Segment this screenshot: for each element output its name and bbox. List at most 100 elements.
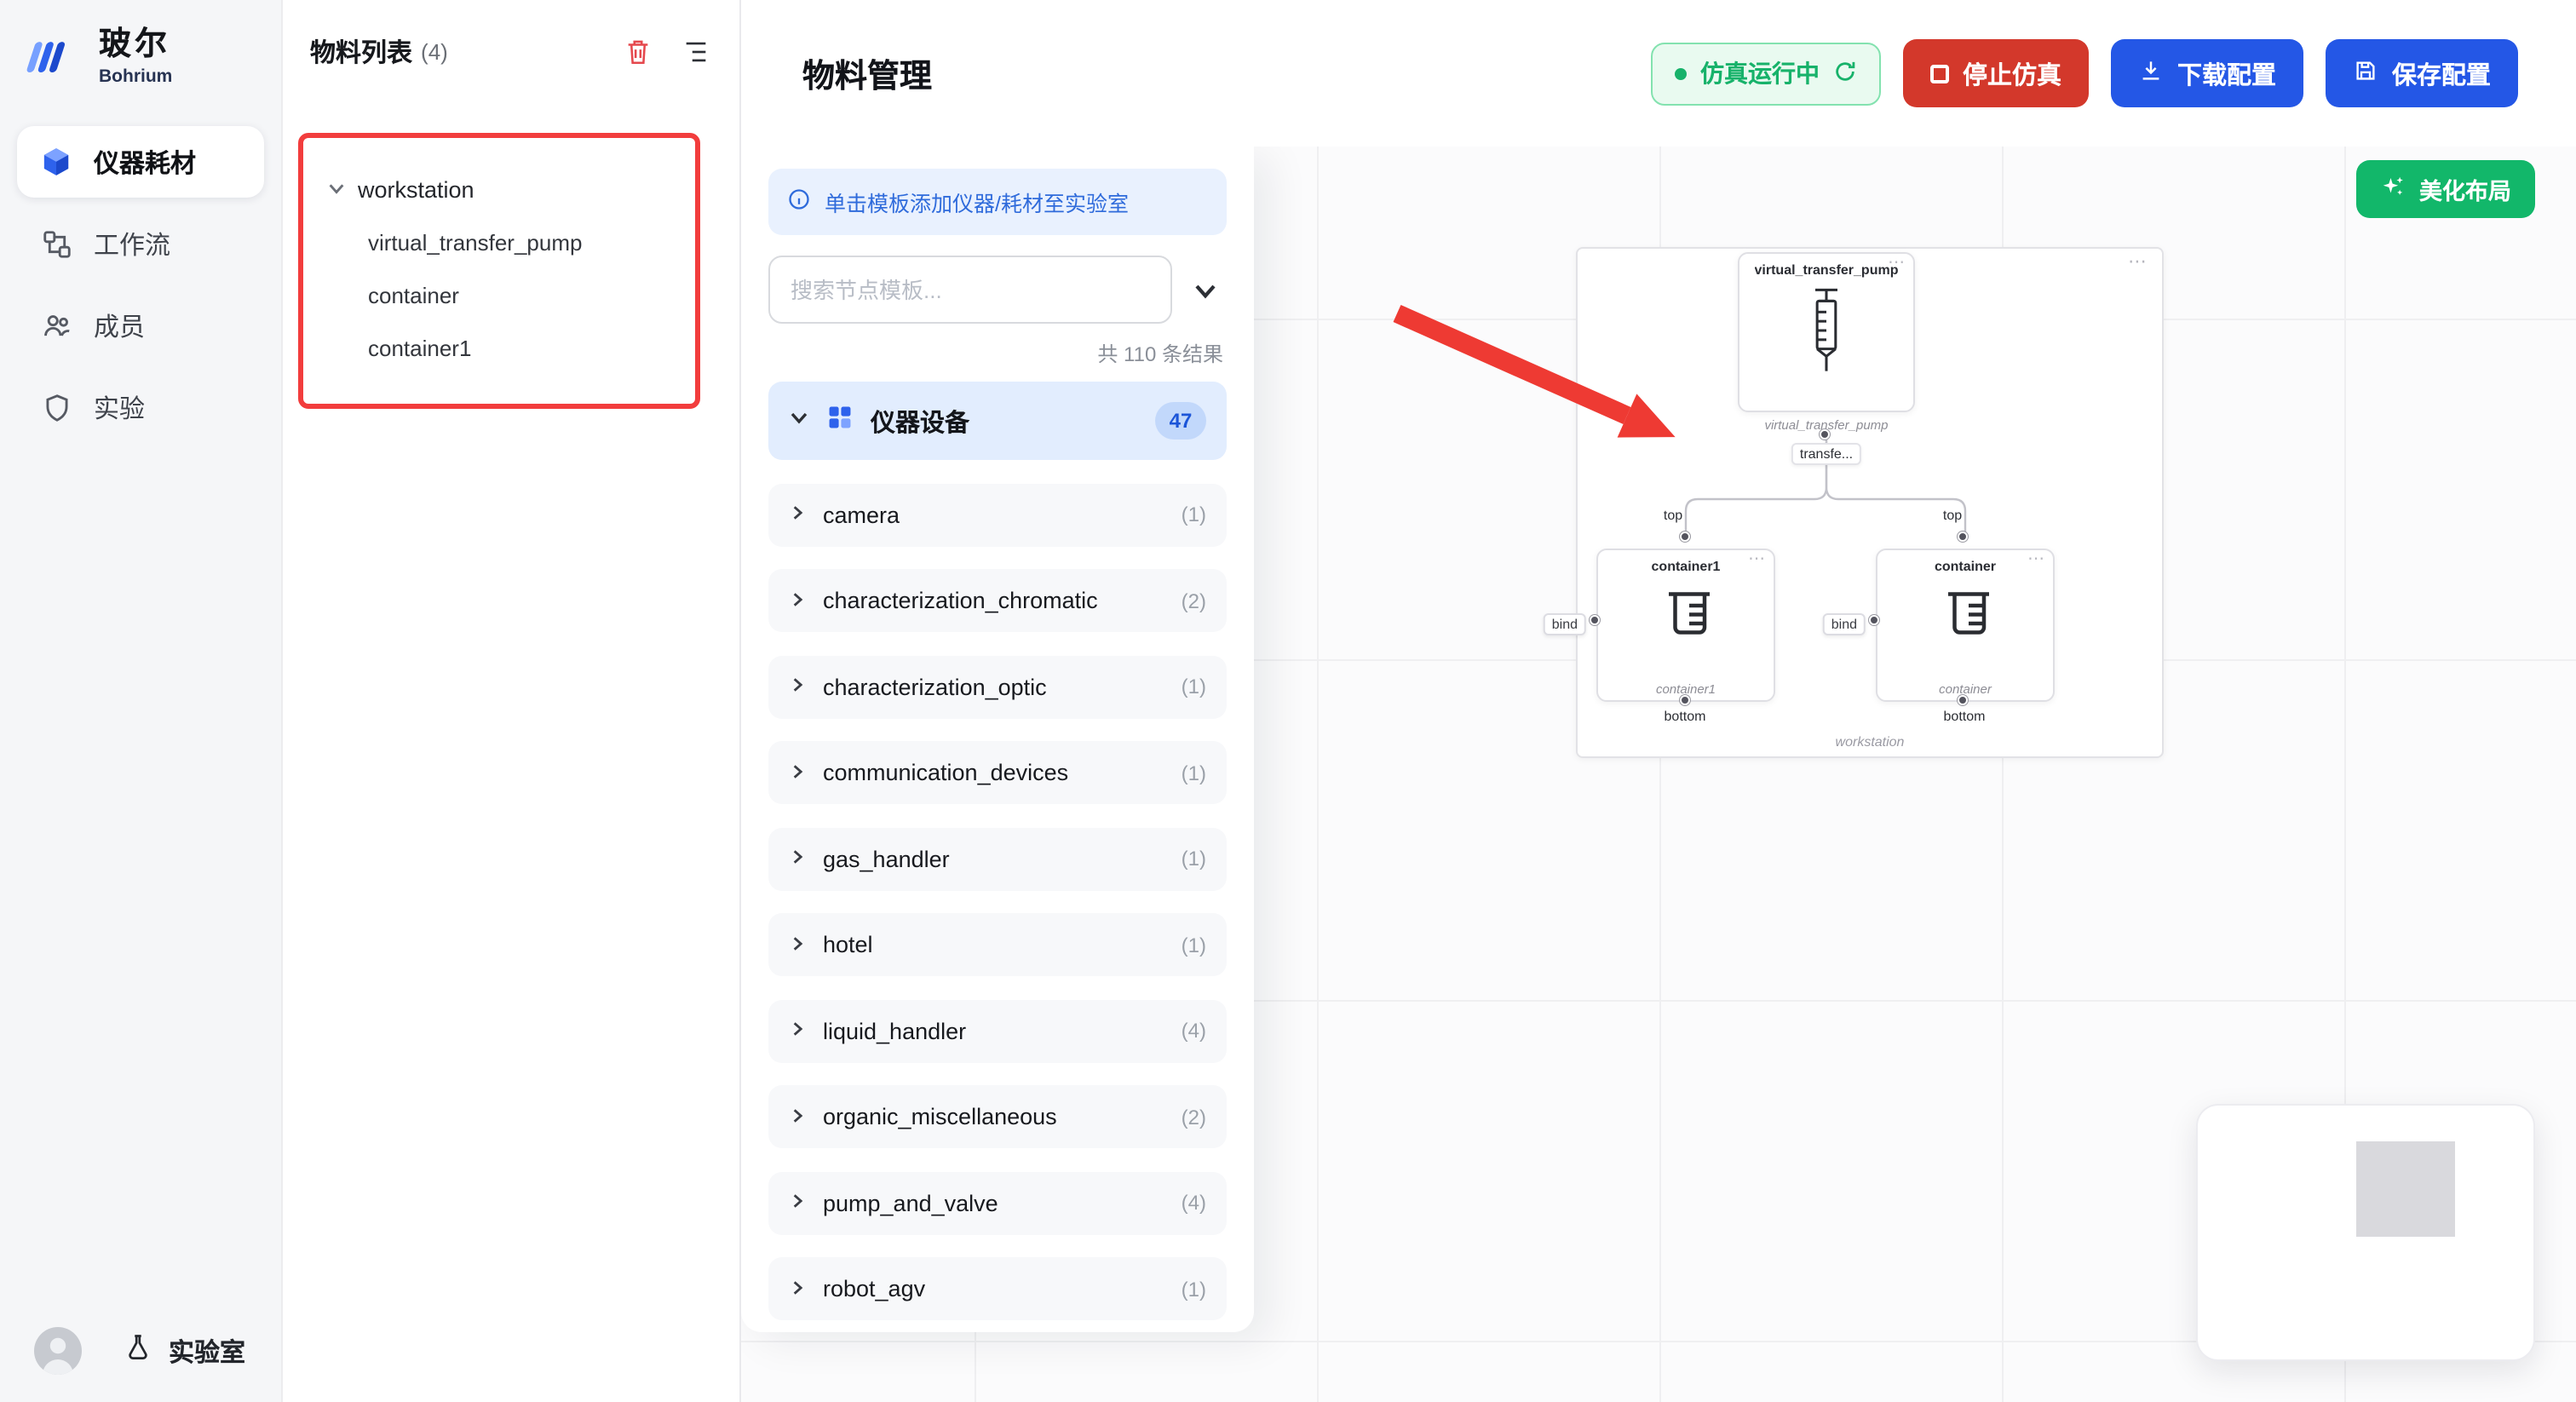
node-sublabel: container1 <box>1655 681 1716 697</box>
download-icon <box>2138 57 2164 89</box>
sidebar-menu: 仪器耗材 工作流 <box>0 112 281 457</box>
trash-icon[interactable] <box>620 34 654 68</box>
template-item-characterization-optic[interactable]: characterization_optic (1) <box>768 655 1227 718</box>
sidebar-item-experiment[interactable]: 实验 <box>17 371 264 443</box>
chevron-down-icon <box>327 176 346 202</box>
minimap-viewport[interactable] <box>2356 1141 2455 1237</box>
status-dot-icon <box>1675 67 1687 79</box>
sidebar: 玻尔 Bohrium 仪器耗材 <box>0 0 283 1402</box>
grid-icon <box>826 403 854 439</box>
chevron-right-icon <box>789 671 806 702</box>
stop-simulation-button[interactable]: 停止仿真 <box>1903 39 2089 107</box>
port-dot[interactable] <box>1869 615 1879 625</box>
port-dot[interactable] <box>1958 531 1968 542</box>
sidebar-item-lab[interactable]: 实验室 <box>123 1332 245 1370</box>
chevron-right-icon <box>789 1273 806 1304</box>
ellipsis-icon[interactable]: ⋯ <box>1748 550 1765 569</box>
collapse-panel-chevron-icon[interactable] <box>1182 267 1227 312</box>
results-summary: 共 110 条结果 <box>1097 342 1223 366</box>
syringe-icon <box>1804 286 1849 383</box>
main-area: 物料管理 仿真运行中 停止仿真 <box>741 0 2576 1402</box>
port-dot[interactable] <box>1680 695 1690 705</box>
header-actions: 仿真运行中 停止仿真 <box>1651 39 2518 107</box>
package-cube-icon <box>39 145 73 179</box>
tree-node-workstation[interactable]: workstation <box>283 162 739 216</box>
save-config-button[interactable]: 保存配置 <box>2326 39 2518 107</box>
stop-icon <box>1930 64 1949 83</box>
chevron-right-icon <box>789 1101 806 1132</box>
template-item-pump-and-valve[interactable]: pump_and_valve (4) <box>768 1171 1227 1234</box>
chevron-down-icon <box>789 405 809 436</box>
template-item-characterization-chromatic[interactable]: characterization_chromatic (2) <box>768 569 1227 632</box>
ellipsis-icon[interactable]: ⋯ <box>2027 550 2044 569</box>
node-container[interactable]: container ⋯ container <box>1876 549 2055 702</box>
ellipsis-icon[interactable]: ⋯ <box>1888 254 1905 273</box>
avatar[interactable] <box>34 1327 82 1375</box>
download-config-button[interactable]: 下载配置 <box>2111 39 2303 107</box>
materials-title: 物料列表 <box>310 38 413 67</box>
sidebar-item-label: 工作流 <box>94 231 171 260</box>
chevron-right-icon <box>789 757 806 788</box>
tree-node-child[interactable]: container1 <box>283 322 739 375</box>
port-label-transfer: transfe... <box>1791 443 1862 465</box>
sidebar-item-instruments[interactable]: 仪器耗材 <box>17 126 264 198</box>
materials-panel: 物料列表 (4) <box>283 0 741 1402</box>
flow-canvas[interactable]: 单击模板添加仪器/耗材至实验室 共 110 条结果 <box>741 147 2576 1402</box>
hint-banner-text: 单击模板添加仪器/耗材至实验室 <box>825 192 1129 216</box>
simulation-status-badge[interactable]: 仿真运行中 <box>1651 42 1881 105</box>
refresh-icon[interactable] <box>1833 59 1857 88</box>
template-item-gas-handler[interactable]: gas_handler (1) <box>768 827 1227 890</box>
save-button-label: 保存配置 <box>2392 62 2491 89</box>
node-title: container1 <box>1651 559 1721 574</box>
chevron-right-icon <box>789 1015 806 1046</box>
tree-node-child[interactable]: virtual_transfer_pump <box>283 216 739 269</box>
port-dot[interactable] <box>1958 695 1968 705</box>
port-label-bottom: bottom <box>1664 709 1706 724</box>
template-item-robot-agv[interactable]: robot_agv (1) <box>768 1257 1227 1320</box>
workstation-group-node[interactable]: ⋯ virtual_transfer_pump ⋯ <box>1543 247 2164 758</box>
template-item-liquid-handler[interactable]: liquid_handler (4) <box>768 999 1227 1062</box>
materials-header: 物料列表 (4) <box>283 0 739 85</box>
beautify-layout-button[interactable]: 美化布局 <box>2356 160 2535 218</box>
category-instruments[interactable]: 仪器设备 47 <box>768 382 1227 460</box>
template-panel: 单击模板添加仪器/耗材至实验室 共 110 条结果 <box>741 147 1254 1332</box>
tree-node-child[interactable]: container <box>283 269 739 322</box>
category-count-badge: 47 <box>1155 402 1206 440</box>
brand: 玻尔 Bohrium <box>0 0 281 112</box>
sidebar-item-workflow[interactable]: 工作流 <box>17 208 264 279</box>
page-title: 物料管理 <box>802 59 933 95</box>
workstation-group-label: workstation <box>1835 734 1905 750</box>
node-sublabel: virtual_transfer_pump <box>1764 417 1889 433</box>
hint-banner: 单击模板添加仪器/耗材至实验室 <box>768 169 1227 235</box>
tree-node-label: container1 <box>368 336 472 361</box>
tree-node-label: container <box>368 283 459 308</box>
sidebar-item-label: 成员 <box>94 313 146 342</box>
chevron-right-icon <box>789 843 806 874</box>
tree-structure-icon[interactable] <box>678 34 712 68</box>
minimap[interactable] <box>2196 1104 2535 1361</box>
tree-node-label: workstation <box>358 176 474 202</box>
chevron-right-icon <box>789 585 806 616</box>
status-label: 仿真运行中 <box>1700 60 1820 87</box>
template-item-hotel[interactable]: hotel (1) <box>768 913 1227 976</box>
tree-node-label: virtual_transfer_pump <box>368 230 583 256</box>
category-label: 仪器设备 <box>871 410 969 437</box>
port-dot[interactable] <box>1820 429 1830 440</box>
port-dot[interactable] <box>1590 615 1600 625</box>
node-virtual-transfer-pump[interactable]: virtual_transfer_pump ⋯ <box>1738 252 1915 412</box>
materials-count: (4) <box>421 38 448 64</box>
port-label-bind: bind <box>1822 613 1866 635</box>
node-container1[interactable]: container1 ⋯ container1 <box>1596 549 1775 702</box>
chevron-right-icon <box>789 499 806 530</box>
ellipsis-icon[interactable]: ⋯ <box>2128 252 2148 273</box>
template-item-communication-devices[interactable]: communication_devices (1) <box>768 741 1227 804</box>
template-item-camera[interactable]: camera (1) <box>768 483 1227 546</box>
sidebar-item-label: 仪器耗材 <box>94 149 197 178</box>
template-item-organic-miscellaneous[interactable]: organic_miscellaneous (2) <box>768 1085 1227 1148</box>
sidebar-item-members[interactable]: 成员 <box>17 290 264 361</box>
info-icon <box>787 187 811 216</box>
search-input[interactable] <box>768 256 1172 324</box>
port-dot[interactable] <box>1680 531 1690 542</box>
stop-button-label: 停止仿真 <box>1963 62 2061 89</box>
